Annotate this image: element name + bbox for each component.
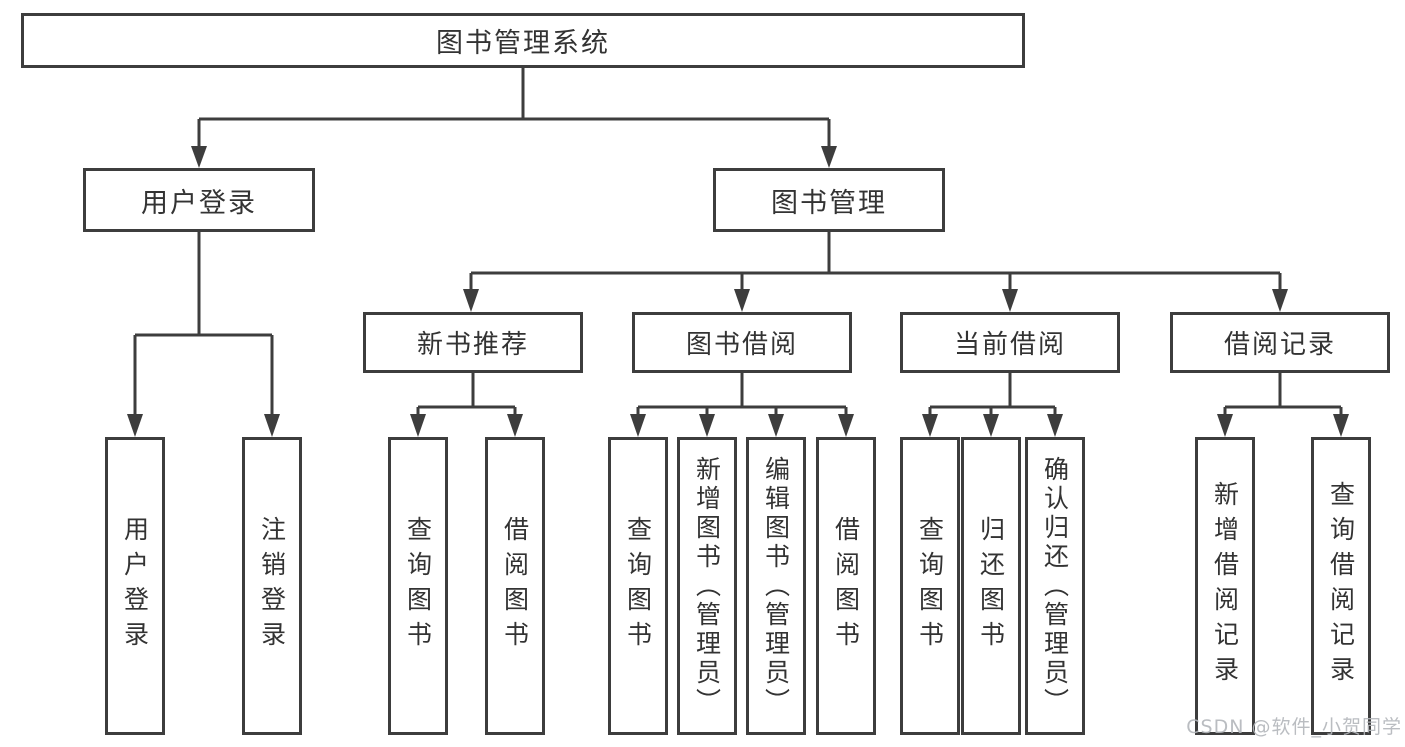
- leaf-query-book-2: 查询图书: [608, 437, 668, 735]
- node-current-borrow: 当前借阅: [900, 312, 1120, 373]
- node-book-borrow: 图书借阅: [632, 312, 852, 373]
- node-book-borrow-label: 图书借阅: [685, 330, 798, 360]
- leaf-borrow-book-1-label: 借阅图书: [500, 516, 530, 656]
- leaf-edit-book-label: 编辑图书（管理员）: [761, 455, 791, 717]
- node-user-login: 用户登录: [83, 168, 315, 232]
- leaf-add-book: 新增图书（管理员）: [677, 437, 737, 735]
- node-new-book-rec-label: 新书推荐: [416, 330, 529, 360]
- leaf-query-book-2-label: 查询图书: [623, 516, 653, 656]
- leaf-return-book: 归还图书: [961, 437, 1021, 735]
- connector-newbook-to-leaves: [410, 373, 523, 437]
- leaf-borrow-book-2-label: 借阅图书: [831, 516, 861, 656]
- leaf-logout: 注销登录: [242, 437, 302, 735]
- connector-root-to-level2: [191, 68, 837, 168]
- leaf-confirm-return-label: 确认归还（管理员）: [1040, 455, 1070, 717]
- connector-userlogin-to-leaves: [127, 232, 280, 437]
- node-root-label: 图书管理系统: [436, 28, 610, 59]
- node-book-mgmt-label: 图书管理: [771, 187, 887, 219]
- leaf-add-record-label: 新增借阅记录: [1210, 481, 1240, 691]
- leaf-borrow-book-1: 借阅图书: [485, 437, 545, 735]
- leaf-confirm-return: 确认归还（管理员）: [1025, 437, 1085, 735]
- leaf-add-record: 新增借阅记录: [1195, 437, 1255, 735]
- leaf-query-book-3-label: 查询图书: [915, 516, 945, 656]
- node-borrow-record: 借阅记录: [1170, 312, 1390, 373]
- leaf-query-record: 查询借阅记录: [1311, 437, 1371, 735]
- node-root: 图书管理系统: [21, 13, 1025, 68]
- leaf-query-book-3: 查询图书: [900, 437, 960, 735]
- leaf-user-login-label: 用户登录: [120, 516, 150, 656]
- leaf-borrow-book-2: 借阅图书: [816, 437, 876, 735]
- leaf-query-record-label: 查询借阅记录: [1326, 481, 1356, 691]
- connector-borrow-to-leaves: [630, 373, 854, 437]
- connector-records-to-leaves: [1217, 373, 1349, 437]
- node-borrow-record-label: 借阅记录: [1223, 330, 1336, 360]
- node-book-mgmt: 图书管理: [713, 168, 945, 232]
- node-current-borrow-label: 当前借阅: [953, 330, 1066, 360]
- node-new-book-rec: 新书推荐: [363, 312, 583, 373]
- node-user-login-label: 用户登录: [141, 187, 257, 219]
- leaf-user-login: 用户登录: [105, 437, 165, 735]
- leaf-query-book-1-label: 查询图书: [403, 516, 433, 656]
- leaf-return-book-label: 归还图书: [976, 516, 1006, 656]
- leaf-edit-book: 编辑图书（管理员）: [746, 437, 806, 735]
- leaf-logout-label: 注销登录: [257, 516, 287, 656]
- connector-current-to-leaves: [922, 373, 1063, 437]
- leaf-query-book-1: 查询图书: [388, 437, 448, 735]
- leaf-add-book-label: 新增图书（管理员）: [692, 455, 722, 717]
- csdn-watermark: CSDN @软件_小贺同学: [1186, 716, 1402, 738]
- connector-bookmgmt-to-level3: [463, 232, 1288, 312]
